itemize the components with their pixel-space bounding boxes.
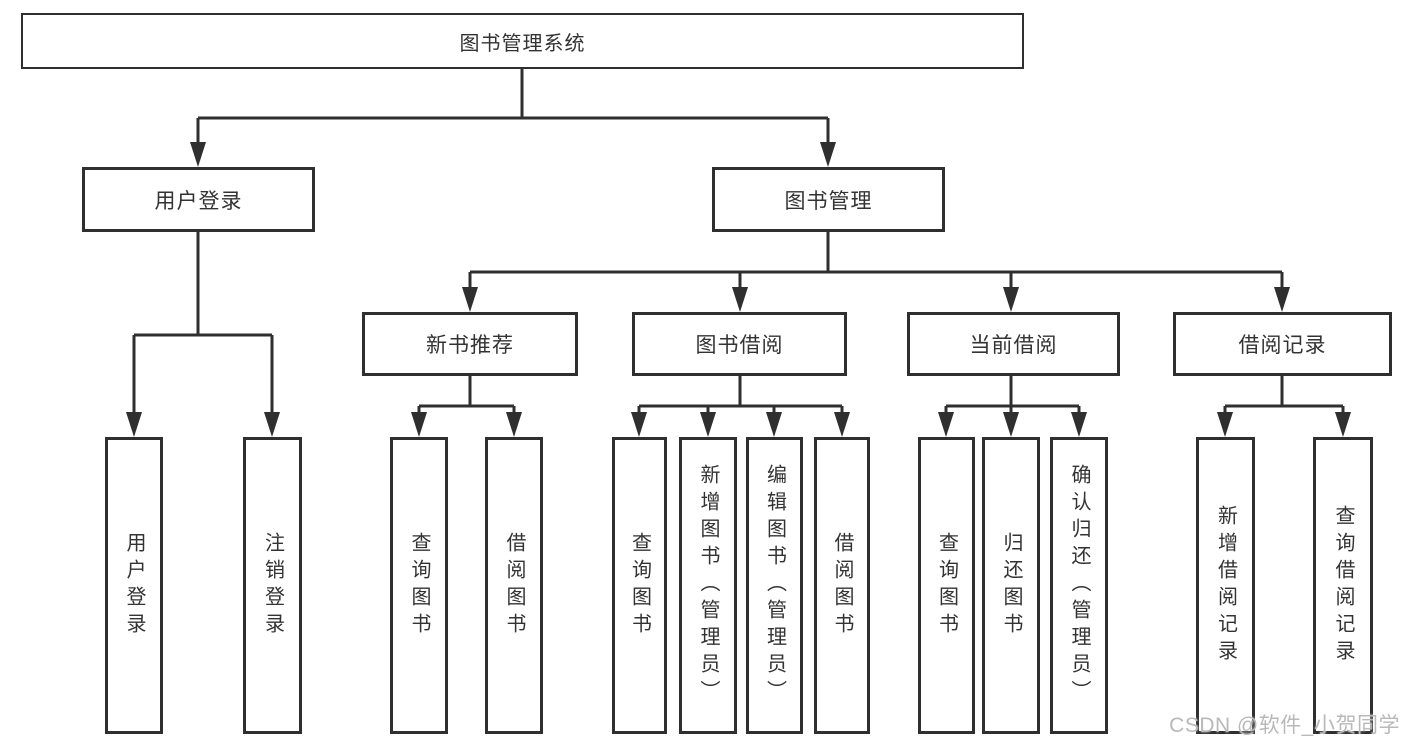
node-library-management-system: 图书管理系统 xyxy=(21,13,1024,69)
node-leaf-add-books-admin: 新增图书（管理员） xyxy=(679,437,737,734)
node-leaf-logout: 注销登录 xyxy=(243,437,302,734)
node-leaf-query-books-2: 查询图书 xyxy=(612,437,667,734)
node-leaf-user-login: 用户登录 xyxy=(105,437,163,734)
node-leaf-return-books: 归还图书 xyxy=(982,437,1040,734)
node-leaf-borrow-books-1: 借阅图书 xyxy=(485,437,543,734)
node-book-management-branch: 图书管理 xyxy=(712,167,945,232)
node-leaf-confirm-return-admin: 确认归还（管理员） xyxy=(1050,437,1108,734)
node-user-login-branch: 用户登录 xyxy=(82,167,315,232)
node-leaf-query-borrow-record: 查询借阅记录 xyxy=(1313,437,1373,734)
csdn-watermark: CSDN @软件_小贺同学 xyxy=(1169,714,1400,737)
node-leaf-query-books-3: 查询图书 xyxy=(918,437,975,734)
node-current-borrow: 当前借阅 xyxy=(907,312,1120,376)
node-leaf-query-books-1: 查询图书 xyxy=(390,437,448,734)
node-new-book-recommend: 新书推荐 xyxy=(362,312,578,376)
node-borrow-records: 借阅记录 xyxy=(1173,312,1392,376)
node-leaf-add-borrow-record: 新增借阅记录 xyxy=(1196,437,1255,734)
node-leaf-edit-books-admin: 编辑图书（管理员） xyxy=(746,437,803,734)
node-leaf-borrow-books-2: 借阅图书 xyxy=(814,437,870,734)
node-book-borrow: 图书借阅 xyxy=(632,312,847,376)
